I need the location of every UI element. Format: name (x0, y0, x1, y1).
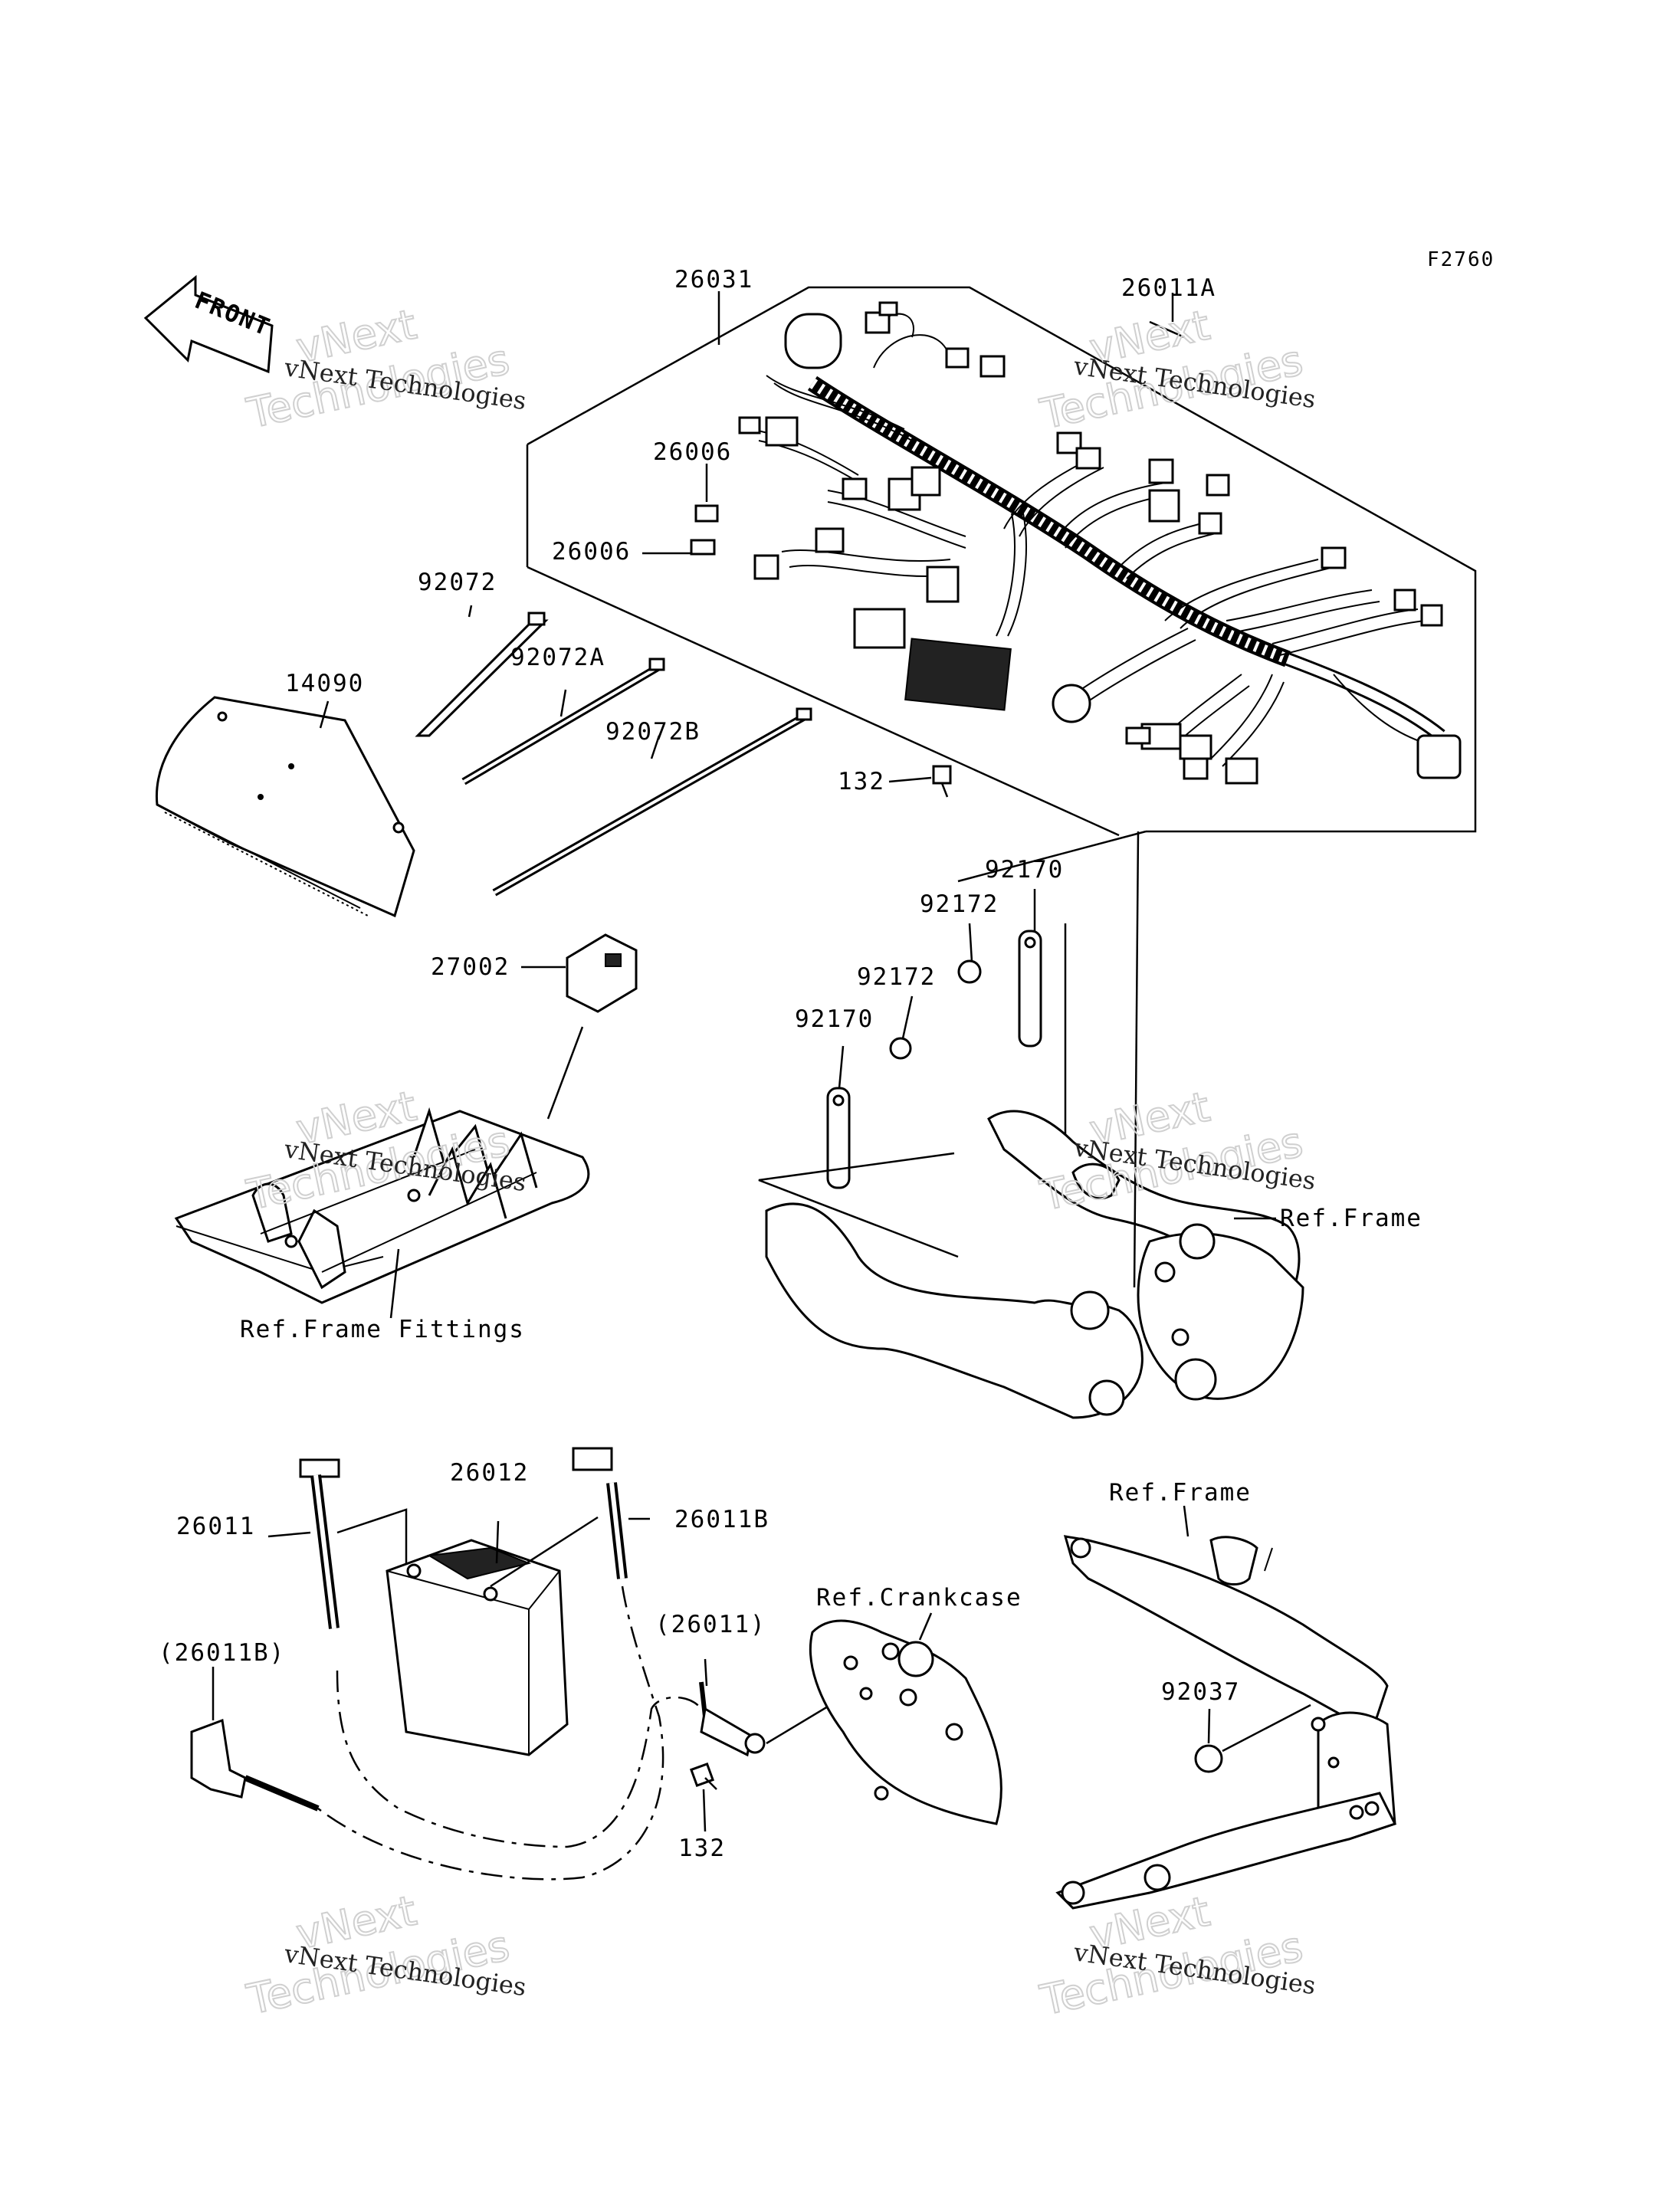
label-92037: 92037 (1161, 1678, 1240, 1706)
label-26011-paren: (26011) (655, 1611, 766, 1638)
ref-frame-upper: Ref.Frame (1280, 1205, 1422, 1232)
bolt-132-bottom (689, 1762, 717, 1790)
label-92072B: 92072B (605, 718, 701, 746)
watermark-top-right: vNext Technologies (1035, 300, 1308, 440)
cable-tie-92072A (461, 657, 665, 785)
ground-lead (699, 1681, 766, 1757)
label-92072: 92072 (418, 569, 497, 596)
label-132-top: 132 (838, 768, 885, 795)
frame-fittings-drawing (174, 1107, 590, 1304)
label-132-bottom: 132 (678, 1835, 726, 1862)
cover-14090 (155, 696, 415, 918)
band-92170-left (826, 1087, 851, 1189)
label-26006-lower: 26006 (552, 538, 631, 566)
frame-ref-drawing (765, 1110, 1304, 1419)
front-arrow-icon: FRONT (143, 274, 274, 374)
cable-tie-92072 (415, 612, 549, 737)
ref-frame-lower: Ref.Frame (1109, 1479, 1252, 1507)
band-92170-right (1018, 923, 1067, 1172)
label-92172-upper: 92172 (920, 890, 999, 918)
cable-26011-negative (299, 1458, 340, 1629)
label-27002: 27002 (431, 953, 510, 981)
fuse-box-27002 (566, 933, 638, 1013)
terminal-26011B-lower (190, 1718, 320, 1812)
cable-26011B (572, 1447, 628, 1579)
label-92072A: 92072A (510, 644, 605, 671)
label-92170-right: 92170 (985, 856, 1064, 884)
label-92170-left: 92170 (795, 1005, 874, 1033)
frame2-ref-drawing (1055, 1535, 1397, 1910)
main-wiring-harness (526, 286, 1477, 883)
label-26011A: 26011A (1121, 274, 1216, 302)
battery-26012 (386, 1539, 569, 1756)
bolt-132-top (932, 765, 952, 798)
ref-crankcase: Ref.Crankcase (816, 1584, 1022, 1612)
watermark-bottom-left: vNext Technologies (242, 1886, 514, 2025)
crankcase-ref-drawing (809, 1619, 1002, 1825)
label-26031: 26031 (674, 266, 753, 293)
label-26012: 26012 (450, 1459, 529, 1487)
label-26011: 26011 (176, 1513, 255, 1540)
cable-tie-92072B (492, 707, 812, 897)
clamp-92037 (1194, 1744, 1223, 1773)
label-14090: 14090 (285, 670, 364, 697)
label-26011B-paren: (26011B) (159, 1639, 285, 1667)
figure-code: F2760 (1427, 248, 1495, 271)
label-26006-upper: 26006 (653, 438, 732, 466)
label-26011B: 26011B (674, 1506, 769, 1533)
watermark-top-left: vNext Technologies (242, 300, 514, 439)
ref-frame-fittings: Ref.Frame Fittings (240, 1316, 525, 1343)
label-92172-lower: 92172 (857, 963, 936, 991)
clamp-92172-lower (889, 1037, 912, 1060)
clamp-92172-upper (957, 959, 982, 984)
